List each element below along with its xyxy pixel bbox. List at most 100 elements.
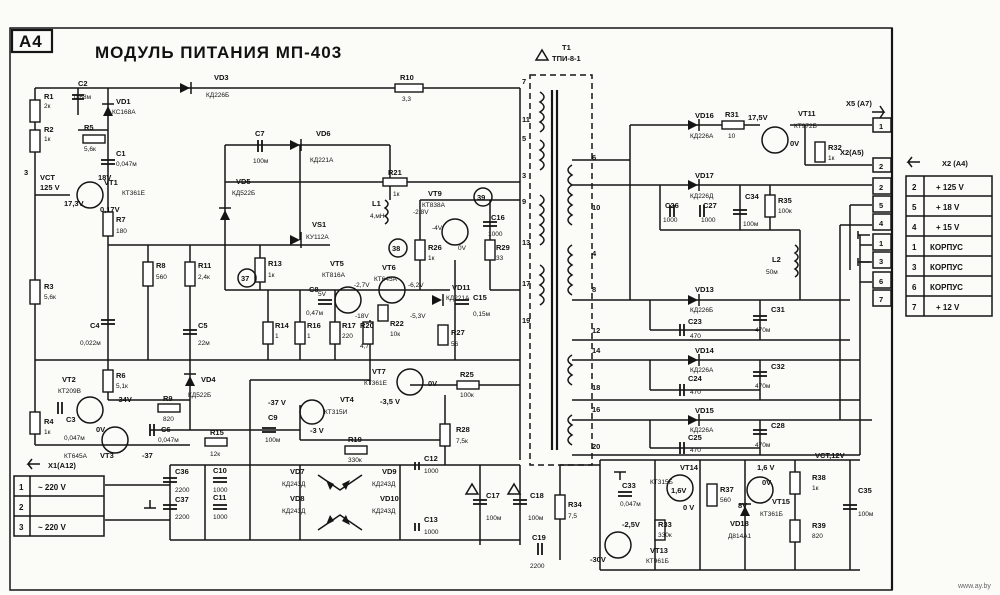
label-R27: R27 [451,328,465,337]
node-vct-voltage: 125 V [40,183,60,192]
pin-4: 4 [592,249,597,258]
value-VT4: КТ315И [324,409,348,416]
resistor-R5 [82,134,106,144]
transistor-VT2 [76,396,104,424]
label-R29: R29 [496,243,510,252]
label-C1: C1 [116,149,126,158]
value-VD9: КД243Д [372,481,396,488]
transistor-VT7 [396,368,424,396]
resistor-R22 [377,304,389,322]
marker-37-circle [237,268,257,288]
pin-18: 18 [592,383,600,392]
label-VD13: VD13 [695,285,714,294]
resistor-R31 [721,120,745,130]
label-R2: R2 [44,125,54,134]
x1-table-signal: ~ 220 V [38,483,66,492]
component-labels: R1 2к R2 1к R3 5,6к R4 1к R5 5,6к R6 5,1… [44,73,874,570]
label-VT6: VT6 [382,263,396,272]
connector-x2-a4-label: X2 (A4) [942,159,968,168]
x1-table-signal: ~ 220 V [38,523,66,532]
label-C31: C31 [771,305,785,314]
value-R2: 1к [44,136,51,143]
node-vct-12v: VCT,12V [815,451,845,460]
value-C33: 0,047м [620,501,641,508]
x2-pin-box-6: 6 [879,277,883,286]
value-VT7: КТ361Е [364,380,388,387]
x2-pin-box-5: 5 [879,201,883,210]
label-R13: R13 [268,259,282,268]
label-C5: C5 [198,321,208,330]
label-VT4: VT4 [340,395,355,404]
value-C28: 470м [755,442,771,449]
label-R28: R28 [456,425,470,434]
warning-triangle-icon [534,48,550,61]
label-C32: C32 [771,362,785,371]
value-C11: 1000 [213,514,228,521]
label-C19: C19 [532,533,546,542]
connector-x5: X5 (A7) 1 X2(A5) 2 [840,99,892,173]
label-R38: R38 [812,473,826,482]
voltage-minus-30: -30V [590,555,606,564]
voltage-minus-34: -34V [116,395,132,404]
connector-x2-pins: 2 5 4 1 3 6 7 [872,177,892,307]
voltage-0-17v: 0,17V [100,205,120,214]
voltage-0v-d: 0 V [683,503,694,512]
value-C37: 2200 [175,514,190,521]
label-VD16: VD16 [695,111,714,120]
resistor-R2 [29,129,41,153]
pin-17: 17 [522,279,530,288]
label-C27: C27 [703,201,717,210]
voltage-minus-2-5: -2,5V [622,520,640,529]
label-R32: R32 [828,143,842,152]
value-VD5: КД522Б [232,190,255,197]
pin-3: 3 [522,171,526,180]
label-C8: C8 [309,285,319,294]
value-C10: 1000 [213,487,228,494]
value-VT6: КТ645А [374,276,398,283]
label-VS1: VS1 [312,220,326,229]
x1-pinout-table: 1 ~ 220 V 2 3 ~ 220 V [13,475,105,537]
transformer-type: ТПИ-8-1 [552,54,581,63]
resistor-R35 [764,194,776,218]
value-R37: 560 [720,497,731,504]
x2-table-pin: 6 [912,283,917,292]
label-C17: C17 [486,491,500,500]
value-C8: 0,47м [306,310,324,317]
x2-pin-box-4: 4 [879,219,884,228]
voltage-5v: 5V [318,291,327,298]
value-C4: 0,022м [80,340,101,347]
diode-symbols [102,82,751,531]
x2-table-pin: 3 [912,263,917,272]
node-vct: VCT [40,173,55,182]
label-R11: R11 [198,261,211,270]
resistor-R16 [294,321,306,345]
label-VT1: VT1 [104,178,118,187]
resistor-R19 [344,445,368,455]
value-C27: 1000 [701,217,716,224]
value-C5: 22м [198,340,210,347]
value-VD3: КД226Б [206,92,229,99]
voltage-minus-6-2: -6,2V [408,282,424,289]
label-C3: C3 [66,415,76,424]
marker-37: 37 [241,274,249,283]
value-VT5: КТ816А [322,272,346,279]
label-C33: C33 [622,481,636,490]
label-R34: R34 [568,500,583,509]
value-R8: 560 [156,274,167,281]
marker-38: 38 [392,244,400,253]
label-VD8: VD8 [290,494,305,503]
label-C13: C13 [424,515,438,524]
transistor-VT3 [101,426,129,454]
resistor-R1 [29,99,41,123]
value-R22: 10к [390,331,400,338]
value-VD18: Д814А1 [728,533,752,540]
pin-10: 10 [592,203,600,212]
voltage-1-6v-b: 1,6V [671,486,686,495]
value-R20: 4,7 [360,343,369,350]
x2-table-signal: КОРПУС [930,243,963,252]
label-C26: C26 [665,201,679,210]
value-C15: 0,15м [473,311,491,318]
label-R19: R19 [348,435,362,444]
inductor-L1 [383,199,389,225]
label-VT13: VT13 [650,546,668,555]
